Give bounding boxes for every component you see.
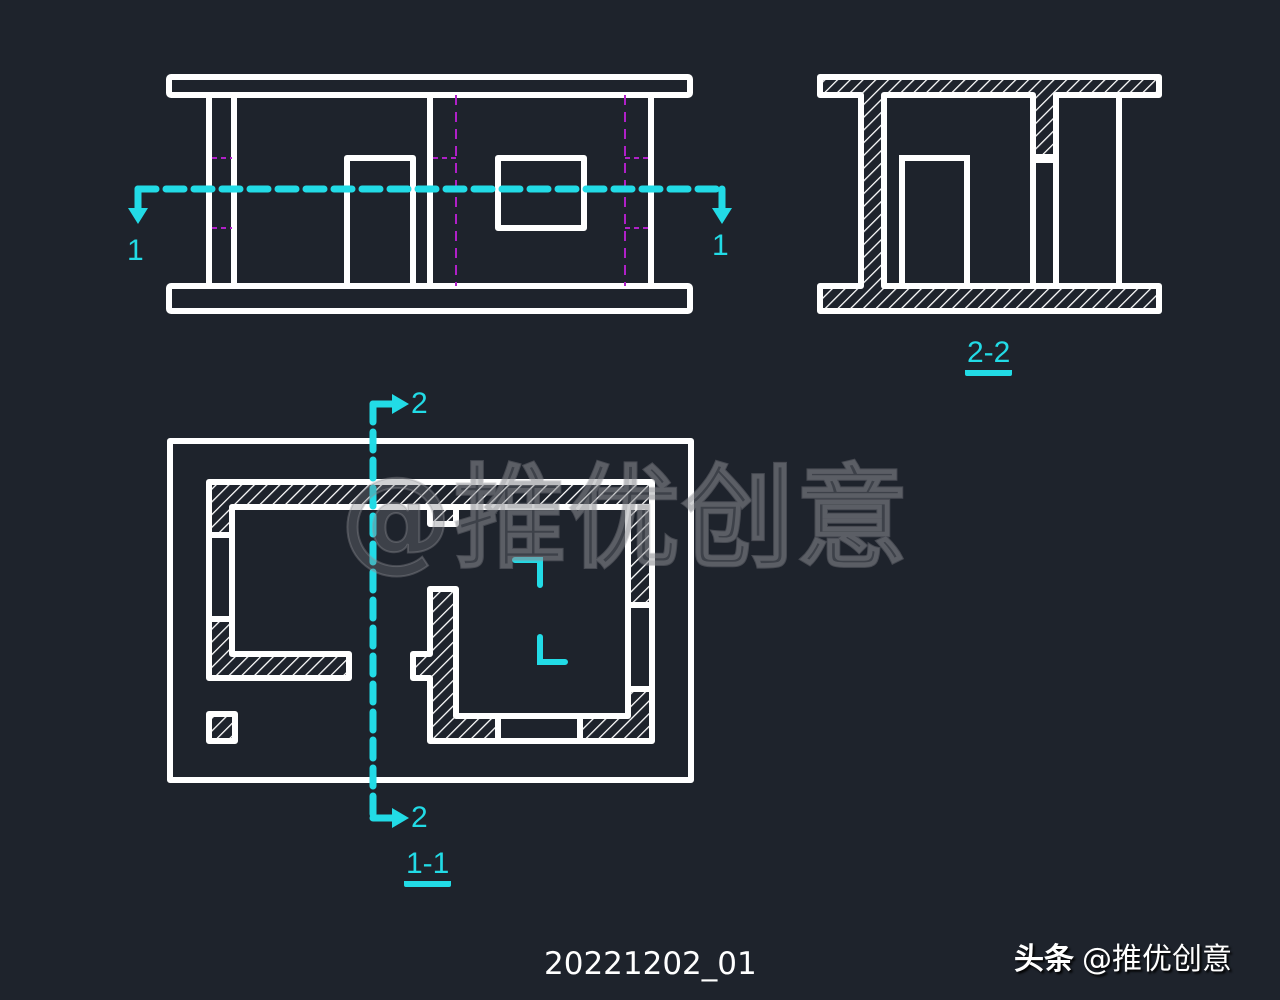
section-arrow-top-icon: [392, 394, 409, 414]
door-section: [899, 155, 970, 286]
brand-handle: @推优创意: [1082, 942, 1232, 977]
section-arrow-bottom-icon: [392, 808, 409, 828]
wall-right-lower: [577, 686, 655, 744]
window-bottom: [495, 713, 583, 744]
brand-signature: 头条@推优创意: [1014, 934, 1232, 978]
area-markers: [512, 557, 568, 665]
column: [206, 711, 238, 744]
section-2-2-title: 2-2: [965, 338, 1013, 376]
window-right: [625, 602, 655, 692]
watermark: @推优创意: [339, 453, 910, 585]
elevation-view: [166, 74, 693, 314]
site-boundary: [167, 438, 694, 783]
section-2-2-cut-outline: [817, 74, 1162, 314]
section-line-2-2: [369, 400, 396, 822]
section-marker-label-bottom: 2: [411, 801, 428, 834]
roof-slab: [166, 74, 693, 98]
wall-left-lower: [206, 616, 352, 681]
section-2-2-view: [817, 74, 1162, 314]
ground-slab: [166, 283, 693, 314]
section-marker-label-top: 2: [411, 387, 428, 420]
wall-left-room2: [410, 586, 501, 744]
plan-view: [167, 438, 694, 783]
section-marker-label-right: 1: [712, 229, 729, 262]
section-arrow-left-icon: [128, 208, 148, 224]
brand-platform: 头条: [1014, 942, 1074, 977]
section-marker-label-left: 1: [127, 234, 144, 267]
door-elevation: [344, 155, 416, 286]
section-line-1-1: [134, 185, 726, 214]
window-left: [206, 532, 235, 622]
plan-1-1-title: 1-1: [404, 849, 452, 887]
image-caption: 20221202_01: [544, 946, 757, 982]
window-elevation: [495, 155, 587, 231]
hidden-lines: [212, 95, 650, 286]
section-arrow-right-icon: [712, 208, 732, 224]
